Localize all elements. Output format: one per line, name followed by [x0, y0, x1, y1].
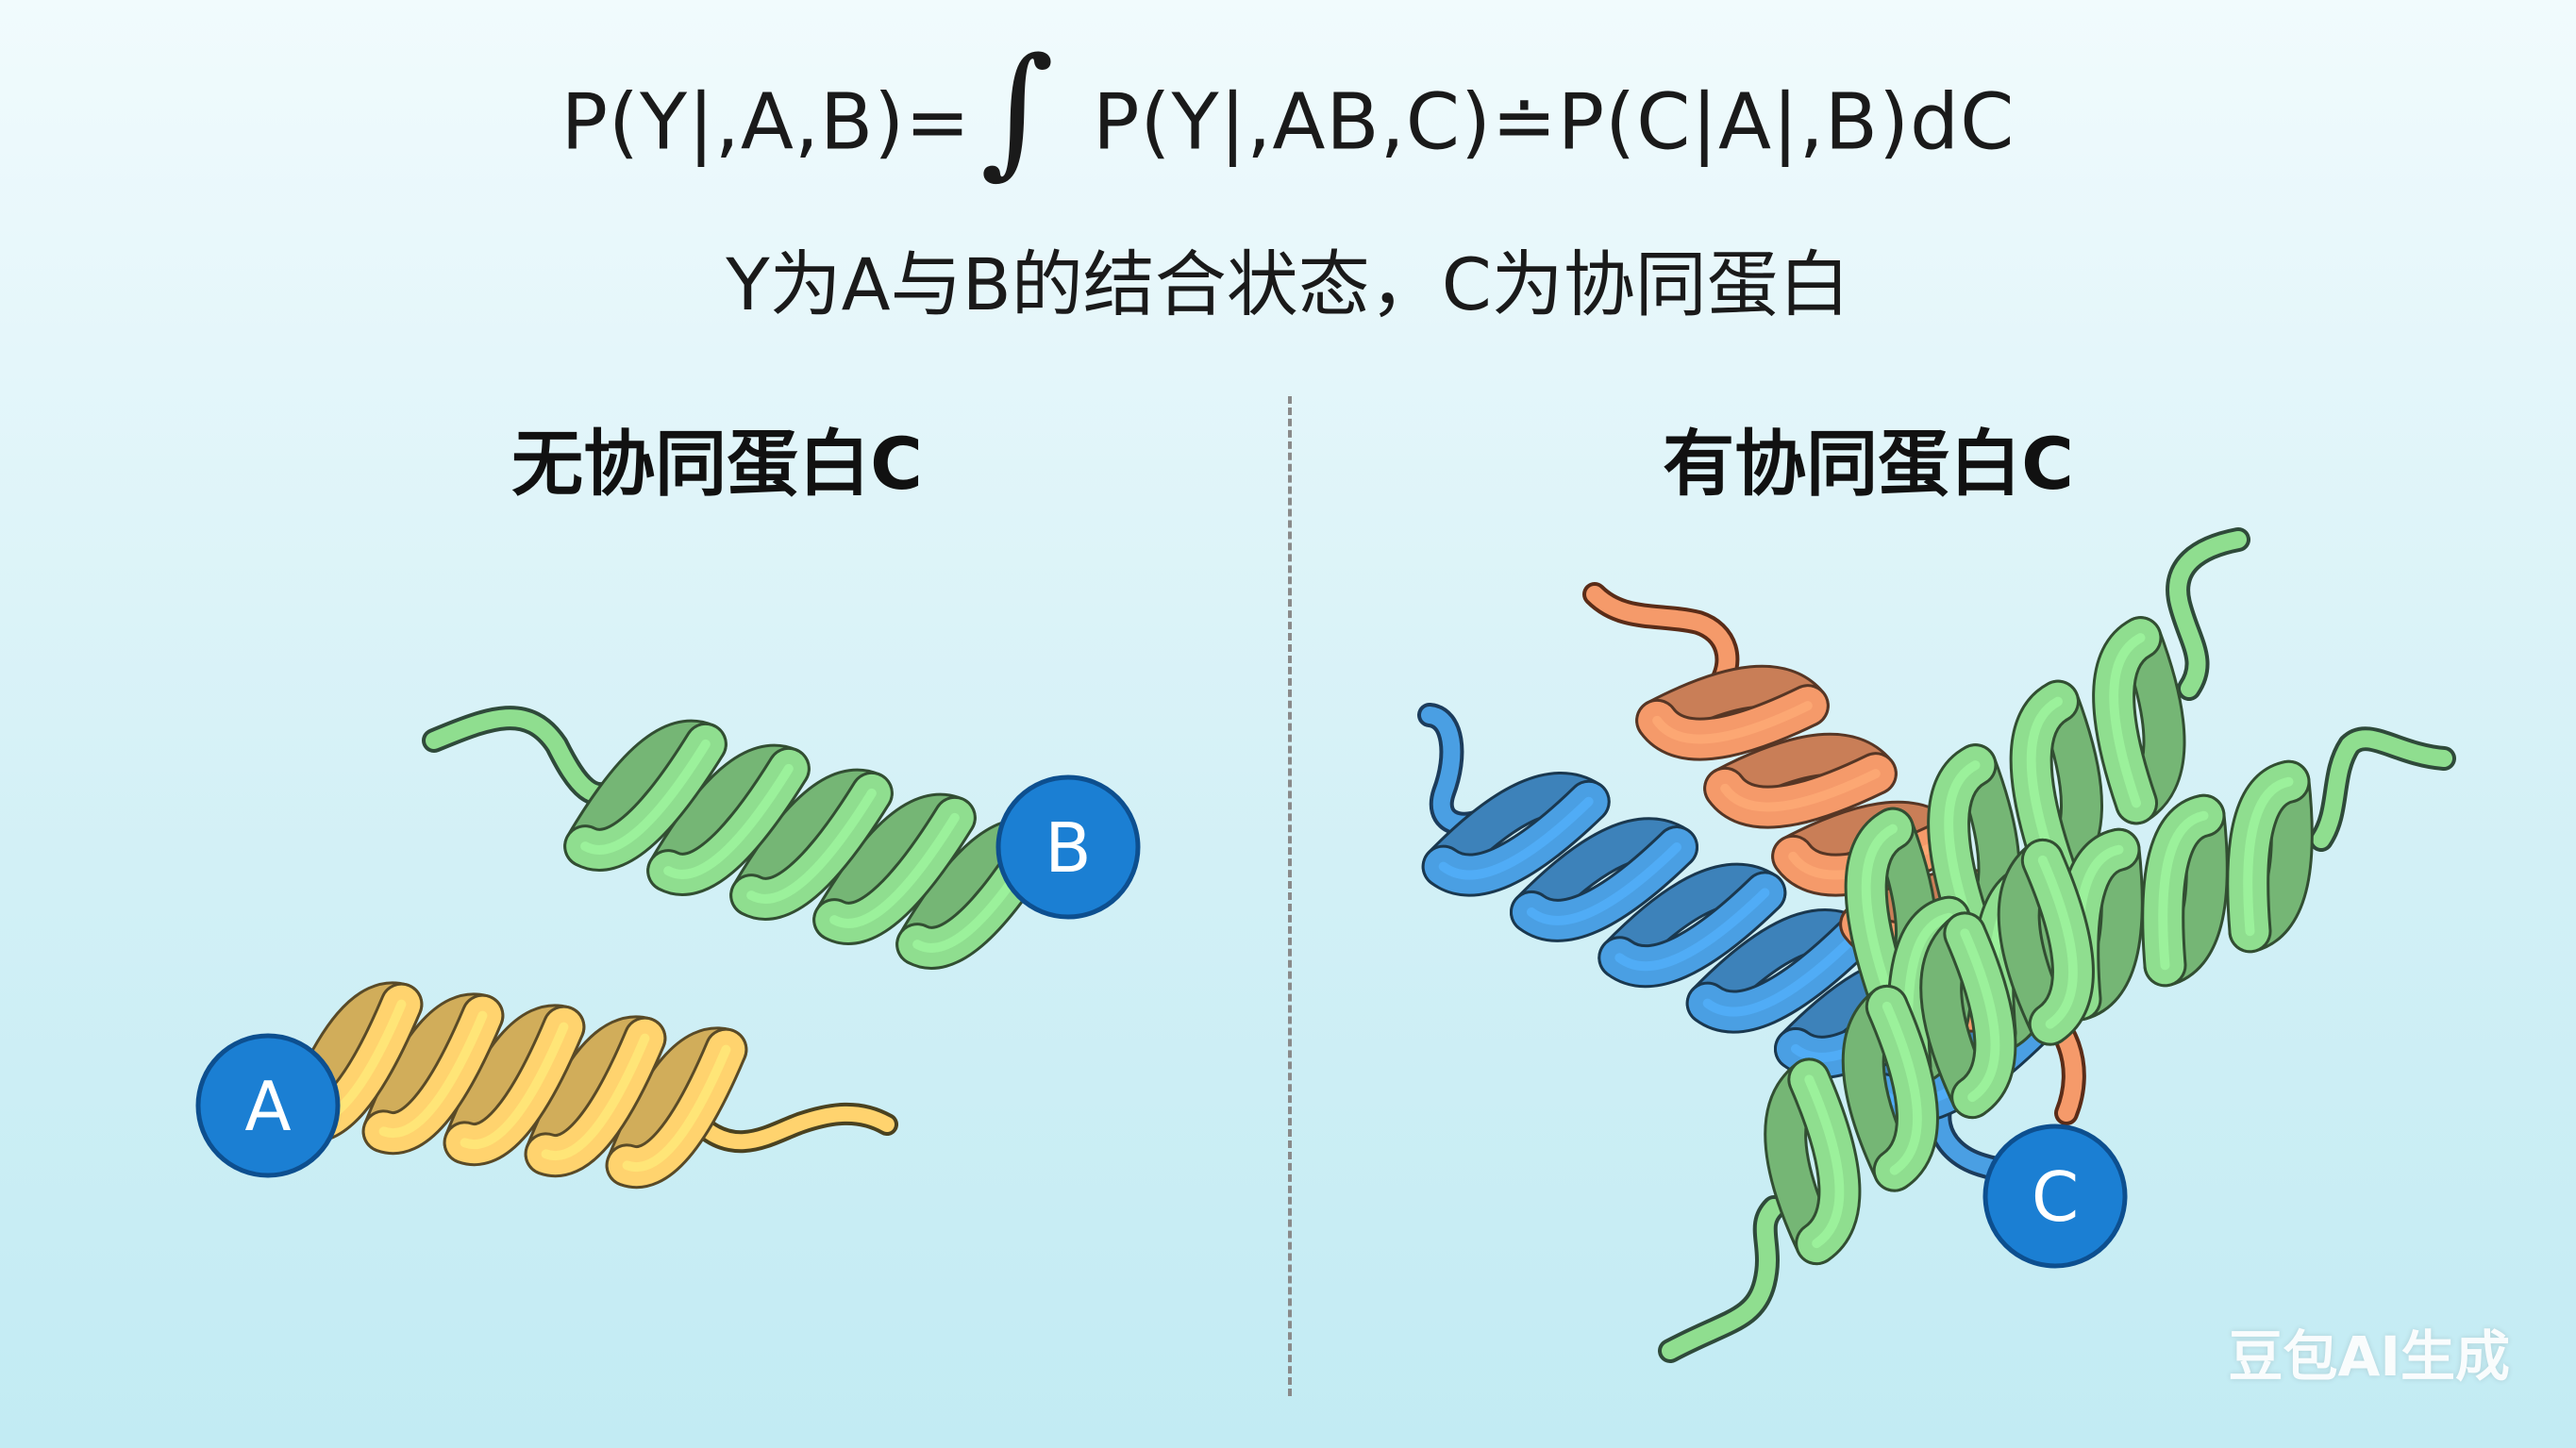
- badge-c: C: [1982, 1123, 2128, 1269]
- green-helix-1-highlight-0: [2109, 633, 2146, 808]
- helix-b-highlight-2: [746, 788, 877, 904]
- formula-rhs: P(Y|,AB,C)≐P(C|A|,B)dC: [1093, 77, 2016, 168]
- helix-b-coils: [563, 719, 1060, 970]
- helix-b-highlight-1: [663, 763, 794, 879]
- badge-b-label: B: [1045, 808, 1091, 888]
- blue-helix-highlight-2: [1614, 888, 1770, 972]
- green-helix-3-highlight-2: [1960, 928, 2000, 1103]
- green-helix-1-highlight-2: [1944, 760, 1981, 936]
- helix-a-coils: [280, 981, 748, 1189]
- helix-a-highlight-1: [378, 1010, 488, 1138]
- orange-helix-highlight-0: [1652, 701, 1813, 744]
- badge-c-label: C: [2032, 1157, 2079, 1237]
- badge-a-label: A: [244, 1067, 291, 1146]
- badge-a-circle: [195, 1033, 341, 1178]
- green-helix-3-highlight-0: [1804, 1074, 1845, 1249]
- helix-a: [280, 981, 898, 1189]
- green-helix-3-highlight-1: [1882, 1001, 1922, 1175]
- panel-divider: [1288, 396, 1292, 1396]
- complex: [1417, 527, 2456, 1363]
- orange-helix-highlight-1: [1720, 769, 1881, 812]
- helix-b-highlight-3: [829, 812, 960, 928]
- formula: P(Y|,A,B)=∫P(Y|,AB,C)≐P(C|A|,B)dC: [0, 40, 2576, 198]
- formula-lhs: P(Y|,A,B)=: [560, 77, 971, 168]
- badge-a: A: [195, 1033, 341, 1178]
- integral-symbol: ∫: [979, 28, 1056, 192]
- blue-helix-highlight-0: [1438, 796, 1594, 880]
- helix-a-highlight-2: [460, 1022, 569, 1149]
- right-panel-title: 有协同蛋白C: [1663, 422, 2074, 506]
- helix-b-highlight-0: [580, 739, 711, 855]
- left-panel-title: 无协同蛋白C: [511, 422, 923, 506]
- green-helix-1-highlight-1: [2026, 696, 2063, 872]
- watermark: 豆包AI生成: [2228, 1324, 2510, 1389]
- green-helix-2-highlight-0: [2243, 776, 2294, 937]
- helix-a-highlight-3: [541, 1033, 650, 1160]
- green-helix-3-highlight-3: [2037, 855, 2078, 1029]
- badge-c-circle: [1982, 1123, 2128, 1269]
- green-helix-1-highlight-3: [1861, 824, 1898, 999]
- helix-a-highlight-4: [622, 1044, 731, 1172]
- blue-helix-highlight-3: [1702, 933, 1858, 1017]
- badge-b: B: [995, 774, 1141, 920]
- helix-b: [422, 706, 1060, 970]
- subtitle: Y为A与B的结合状态，C为协同蛋白: [726, 242, 1850, 326]
- blue-helix-highlight-1: [1526, 842, 1682, 925]
- green-helix-3-coils: [1764, 838, 2095, 1266]
- green-helix-2-highlight-1: [2158, 810, 2209, 971]
- green-helix-1-coils: [1844, 616, 2186, 1016]
- badge-b-circle: [995, 774, 1141, 920]
